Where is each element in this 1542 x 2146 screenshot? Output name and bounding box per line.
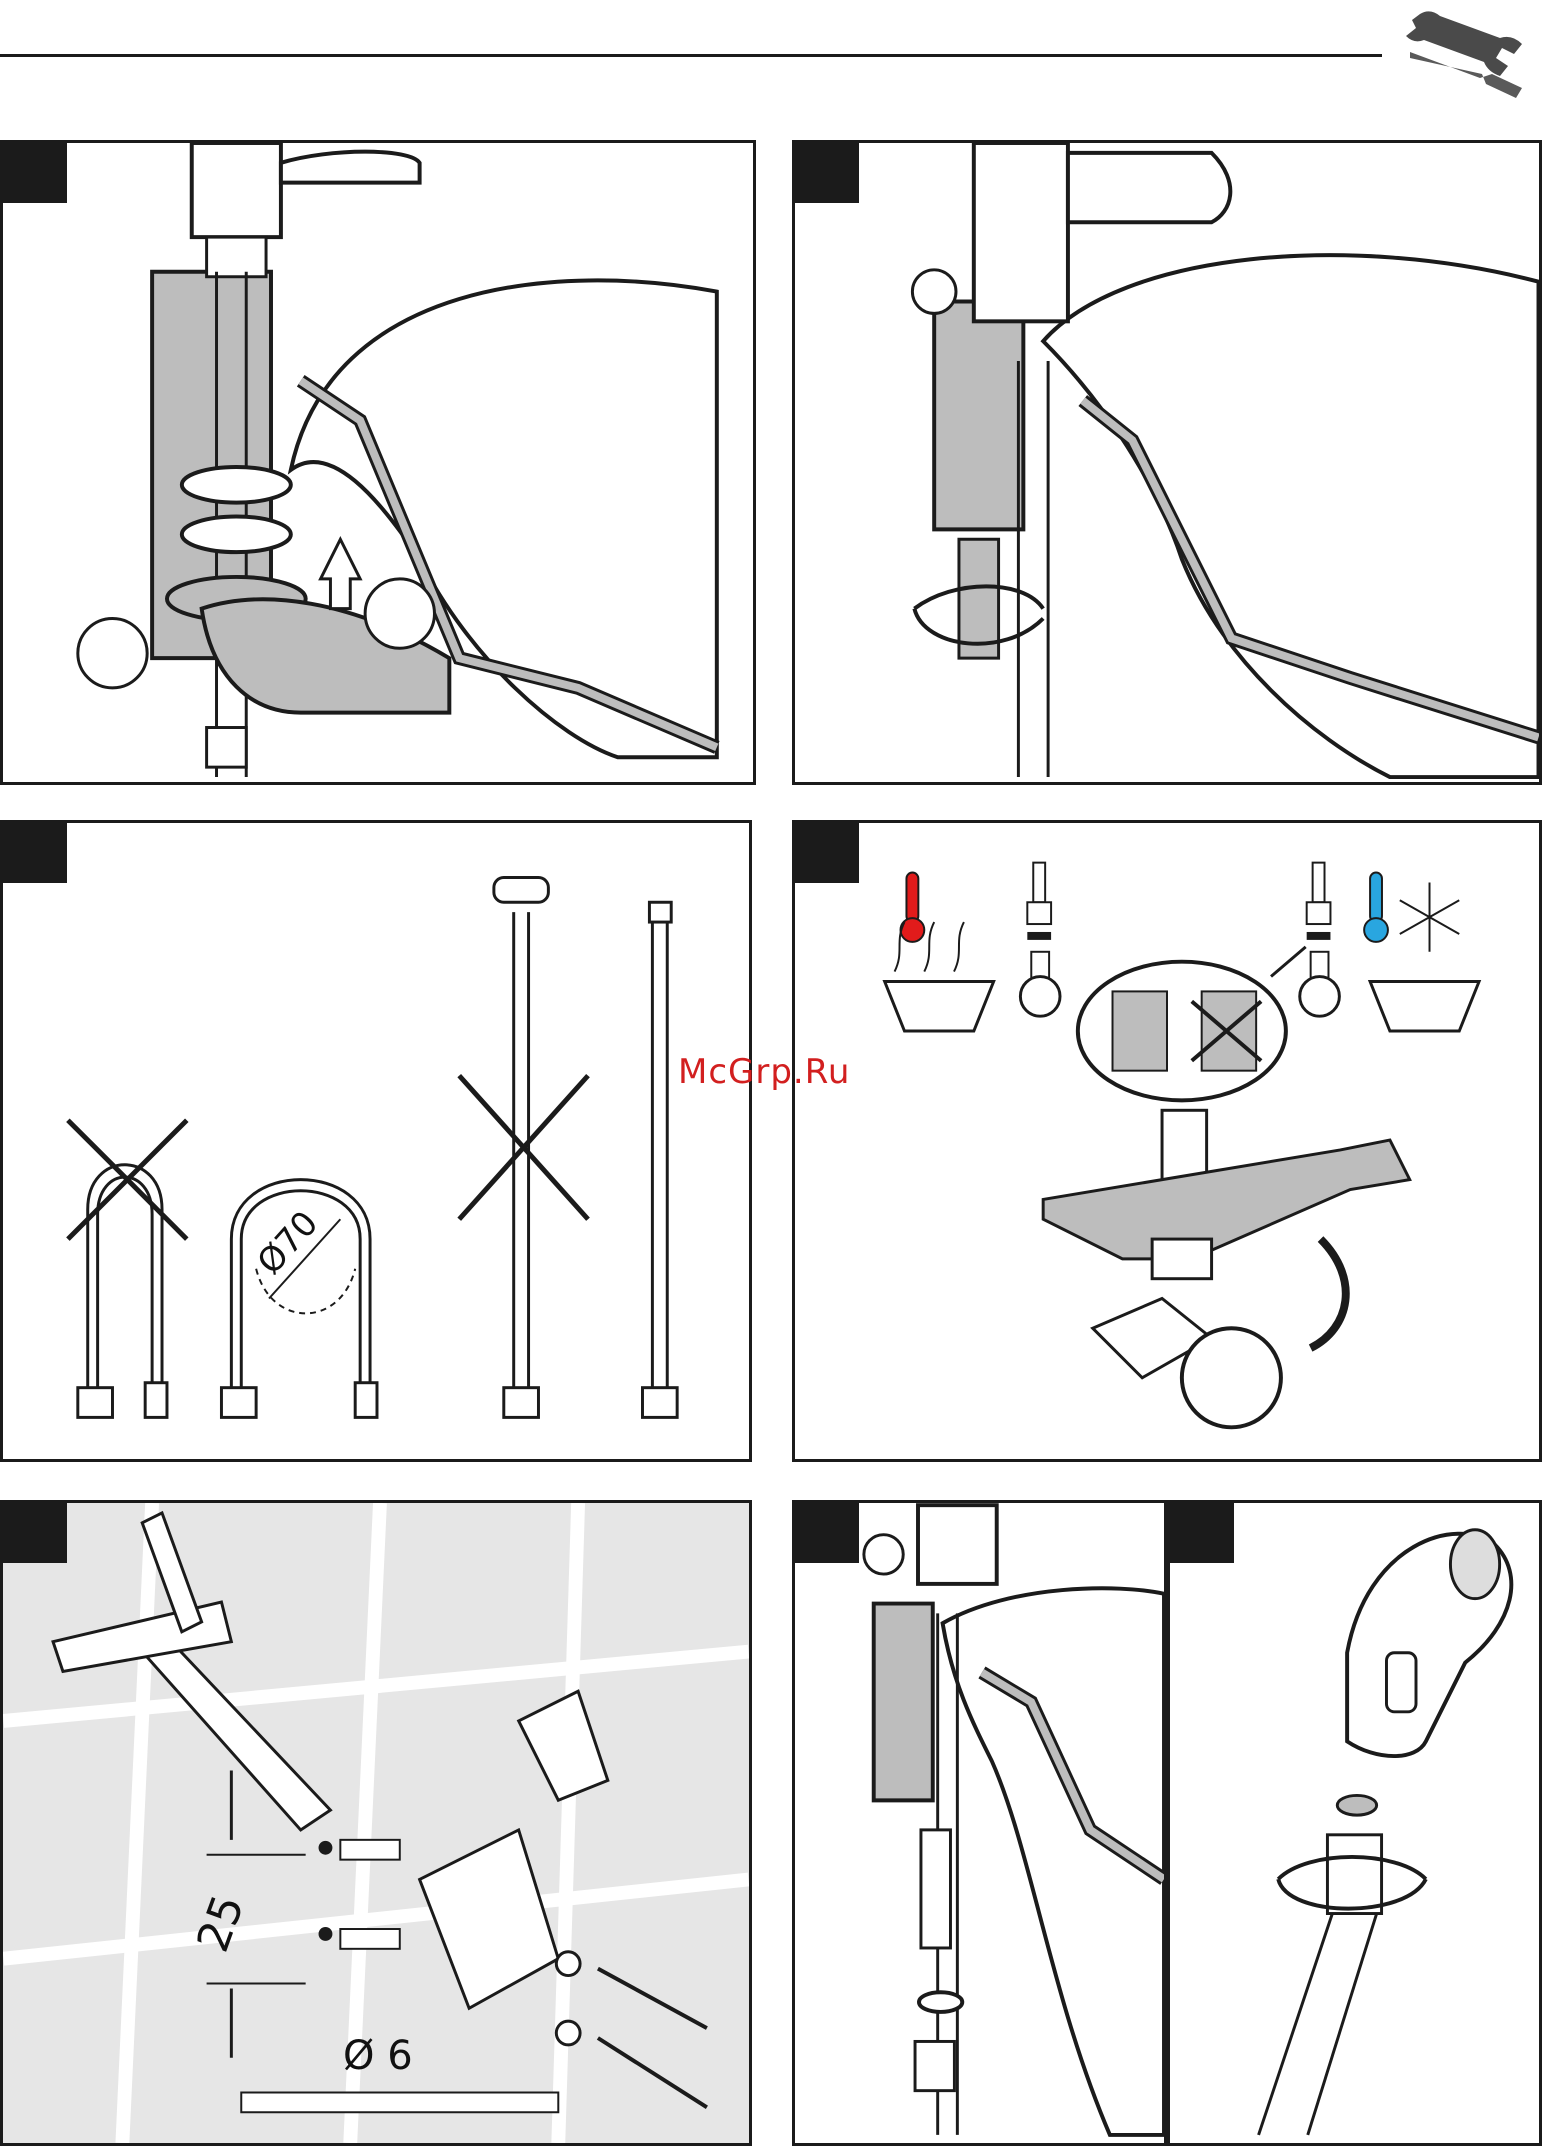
step-1-panel xyxy=(0,140,756,785)
step-4-badge xyxy=(795,823,859,883)
step-2-badge xyxy=(795,143,859,203)
step-4-panel xyxy=(792,820,1542,1462)
wrench-screwdriver-icon xyxy=(1400,0,1542,100)
step-6-panel xyxy=(792,1500,1167,2146)
step-5-badge xyxy=(3,1503,67,1563)
step-7-badge xyxy=(1170,1503,1234,1563)
step-3-panel: Ø70 xyxy=(0,820,752,1462)
step-5-panel: 25 Ø 6 xyxy=(0,1500,752,2146)
cold-thermometer-icon xyxy=(1364,873,1388,942)
step-4-illustration xyxy=(795,823,1539,1459)
step-7-panel xyxy=(1167,1500,1542,2146)
step-2-illustration xyxy=(795,143,1539,782)
step-3-illustration xyxy=(3,823,749,1459)
watermark-text: McGrp.Ru xyxy=(678,1052,850,1092)
step-6-illustration xyxy=(795,1503,1164,2143)
step-1-illustration xyxy=(3,143,753,782)
drill-diameter-label: Ø 6 xyxy=(343,2033,413,2079)
step-2-panel xyxy=(792,140,1542,785)
step-7-illustration xyxy=(1170,1503,1539,2143)
snowflake-icon xyxy=(1400,882,1459,951)
step-3-badge xyxy=(3,823,67,883)
step-6-badge xyxy=(795,1503,859,1563)
header-rule xyxy=(0,54,1382,57)
step-1-badge xyxy=(3,143,67,203)
hot-thermometer-icon xyxy=(901,873,925,942)
